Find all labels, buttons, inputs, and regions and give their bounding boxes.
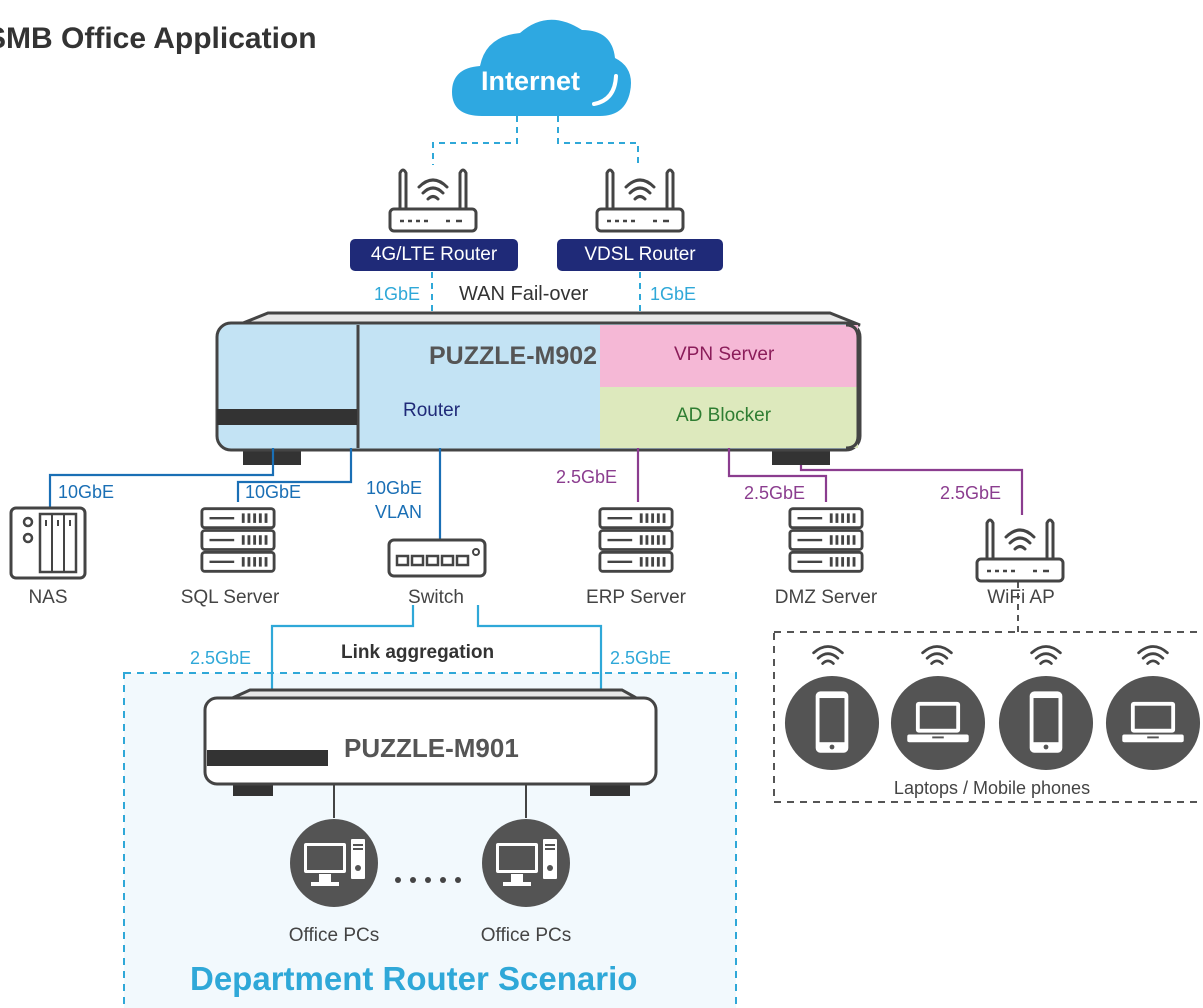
wireless-zone (773, 631, 1203, 803)
sql-server-icon (200, 507, 276, 573)
aggregation-speed-left: 2.5GbE (190, 648, 252, 668)
internet-label: Internet (481, 66, 581, 96)
nas-link-speed: 10GbE (58, 482, 115, 502)
m902-name: PUZZLE-M902 (429, 342, 598, 370)
m901-name: PUZZLE-M901 (344, 733, 519, 763)
lte-router-badge: 4G/LTE Router (350, 239, 518, 271)
vpn-zone (600, 325, 858, 387)
router-zone-label: Router (403, 400, 461, 421)
wifi-signal-icon (1137, 645, 1169, 665)
office-pc-icon (481, 818, 571, 908)
office-pc-icon (289, 818, 379, 908)
wan-failover-label: WAN Fail-over (459, 283, 589, 305)
office-pcs-label-left: Office PCs (288, 925, 380, 946)
wan-speed-left: 1GbE (374, 284, 421, 304)
switch-vlan-label: VLAN (375, 502, 423, 522)
wifi-signal-icon (921, 645, 953, 665)
lte-router-icon (388, 168, 478, 233)
wireless-clients-label: Laptops / Mobile phones (893, 778, 1091, 798)
nas-icon (9, 506, 87, 580)
wifi-ap-label: WiFi AP (987, 587, 1055, 608)
link-aggregation-label: Link aggregation (341, 642, 495, 663)
wifi-ap-icon (975, 518, 1065, 583)
ellipsis-dots (395, 877, 461, 883)
dmz-server-icon (788, 507, 864, 573)
puzzle-m902-device (215, 311, 862, 465)
adblock-label: AD Blocker (676, 405, 772, 426)
erp-server-label: ERP Server (586, 587, 686, 608)
nas-label: NAS (28, 587, 68, 608)
laptop-icon (890, 675, 986, 771)
sql-server-label: SQL Server (180, 587, 280, 608)
switch-link-speed: 10GbE (366, 478, 423, 498)
vdsl-router-badge: VDSL Router (557, 239, 723, 271)
page-title: SMB Office Application (0, 22, 317, 55)
department-scenario-title: Department Router Scenario (190, 960, 638, 997)
wan-speed-right: 1GbE (650, 284, 697, 304)
phone-icon (998, 675, 1094, 771)
erp-server-icon (598, 507, 674, 573)
switch-icon (387, 538, 487, 578)
sql-link-speed: 10GbE (245, 482, 302, 502)
vdsl-router-icon (595, 168, 685, 233)
erp-link-speed: 2.5GbE (556, 467, 618, 487)
wifi-signal-icon (1030, 645, 1062, 665)
laptop-icon (1105, 675, 1201, 771)
internet-cloud (452, 19, 631, 117)
dmz-link-speed: 2.5GbE (744, 483, 806, 503)
adblock-zone (600, 387, 858, 448)
dmz-server-label: DMZ Server (774, 587, 878, 608)
switch-label: Switch (408, 587, 464, 608)
puzzle-m901-device (203, 688, 658, 796)
wifi-signal-icon (812, 645, 844, 665)
vpn-label: VPN Server (674, 344, 775, 365)
aggregation-speed-right: 2.5GbE (610, 648, 672, 668)
wifi-link-speed: 2.5GbE (940, 483, 1002, 503)
office-pcs-label-right: Office PCs (480, 925, 572, 946)
phone-icon (784, 675, 880, 771)
